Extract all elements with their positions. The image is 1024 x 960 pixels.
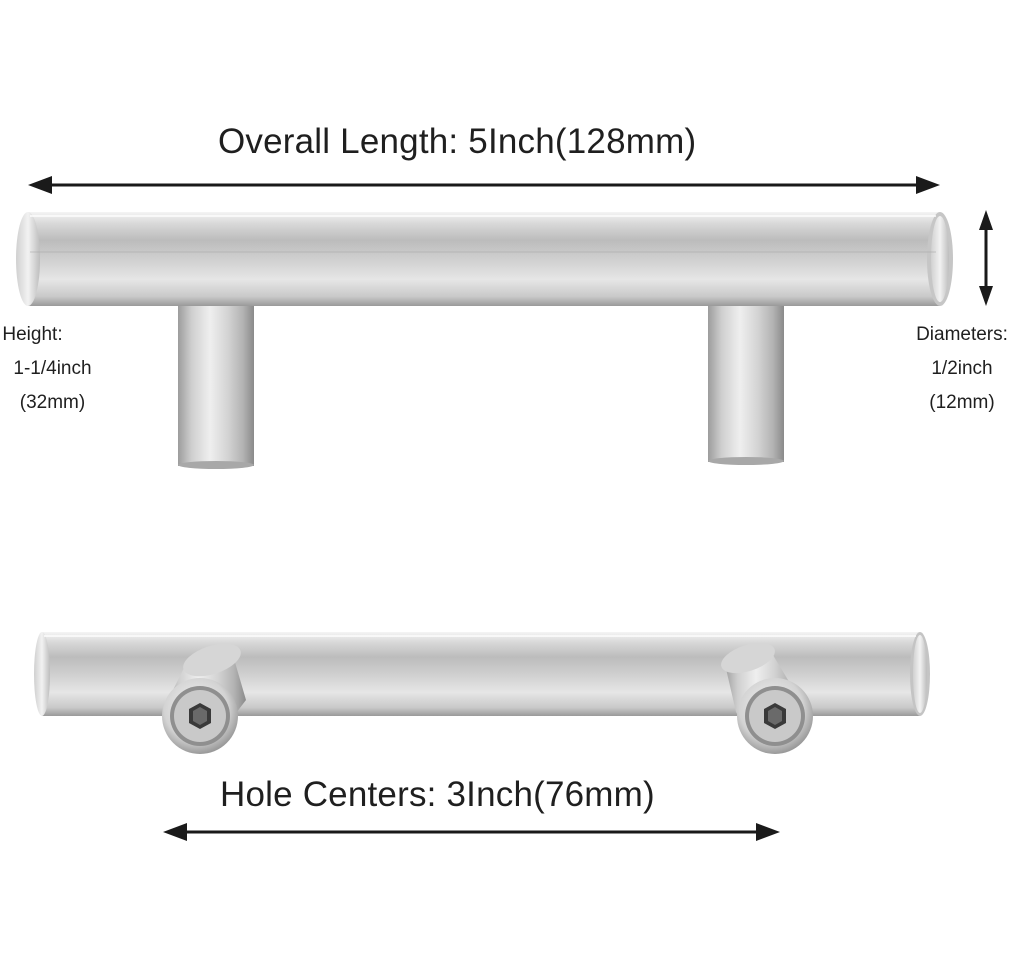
bar-front — [16, 212, 953, 306]
diameter-title: Diameters: — [916, 324, 1008, 345]
handle-front-view — [16, 212, 953, 469]
height-mm: (32mm) — [19, 392, 86, 413]
post-left-end — [162, 643, 246, 754]
post-right — [708, 290, 784, 465]
hole-centers-label: Hole Centers: 3Inch(76mm) — [220, 775, 655, 814]
handle-back-view — [34, 632, 930, 754]
hole-centers-arrow — [163, 823, 780, 841]
post-left — [178, 290, 254, 469]
diameter-label: Diameters: 1/2inch (12mm) — [900, 318, 1024, 420]
overall-length-arrow — [28, 176, 940, 194]
height-title: Height: — [2, 324, 63, 345]
diameter-inch: 1/2inch — [931, 358, 993, 379]
height-inch: 1-1/4inch — [13, 358, 92, 379]
overall-length-label: Overall Length: 5Inch(128mm) — [218, 122, 697, 161]
diameter-mm: (12mm) — [929, 392, 995, 413]
diameter-arrow — [979, 210, 993, 306]
post-right-end — [721, 642, 813, 754]
height-label: Height: 1-1/4inch (32mm) — [0, 318, 105, 420]
